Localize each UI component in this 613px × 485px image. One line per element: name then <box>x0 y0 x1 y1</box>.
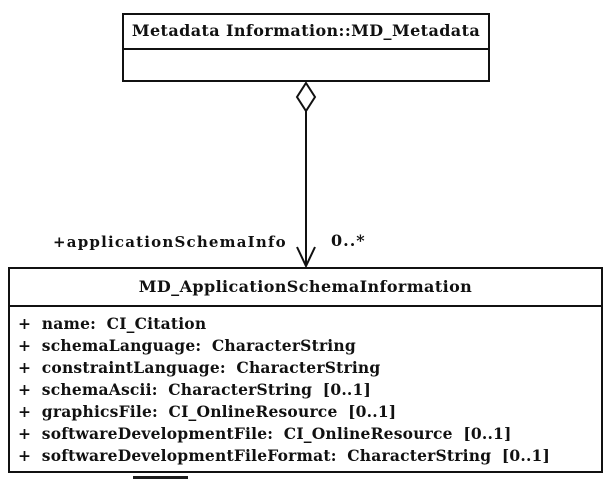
scan-artifact-line <box>133 476 188 479</box>
class-attribute: + name: CI_Citation <box>18 314 207 333</box>
class-attribute: + schemaLanguage: CharacterString <box>18 336 356 355</box>
association-role-label: +applicationSchemaInfo <box>53 233 287 251</box>
association-multiplicity-label: 0..* <box>331 231 366 250</box>
class-attribute: + softwareDevelopmentFile: CI_OnlineReso… <box>18 424 512 443</box>
class-title-md-metadata: Metadata Information::MD_Metadata <box>124 15 488 50</box>
class-box-md-applicationschemainformation: MD_ApplicationSchemaInformation + name: … <box>8 267 603 473</box>
class-box-md-metadata: Metadata Information::MD_Metadata <box>122 13 490 82</box>
class-attribute: + schemaAscii: CharacterString [0..1] <box>18 380 372 399</box>
aggregation-diamond-icon <box>295 81 317 113</box>
attributes-compartment: + name: CI_Citation + schemaLanguage: Cha… <box>10 307 601 467</box>
class-title-md-applicationschemainformation: MD_ApplicationSchemaInformation <box>10 269 601 307</box>
class-attribute: + constraintLanguage: CharacterString <box>18 358 381 377</box>
class-attribute: + graphicsFile: CI_OnlineResource [0..1] <box>18 402 397 421</box>
open-arrowhead-icon <box>296 246 316 269</box>
class-attribute: + softwareDevelopmentFileFormat: Charact… <box>18 446 551 465</box>
attributes-compartment-empty <box>124 50 488 80</box>
